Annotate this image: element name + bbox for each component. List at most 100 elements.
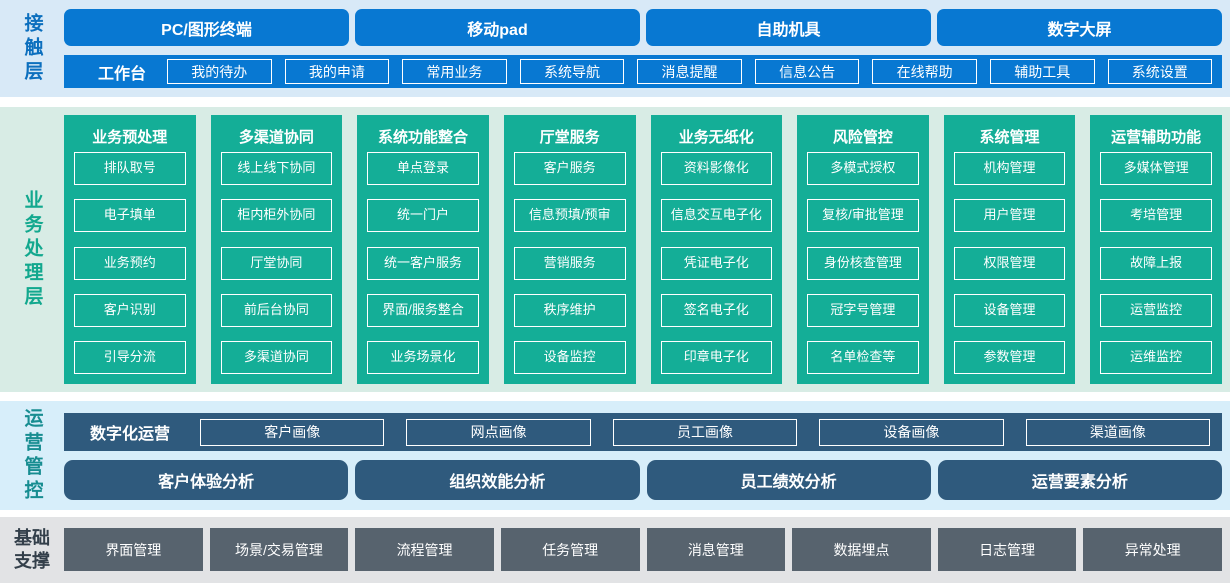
business-item: 电子填单 — [74, 199, 186, 233]
base-items: 界面管理 场景/交易管理 流程管理 任务管理 消息管理 数据埋点 日志管理 异常… — [64, 528, 1222, 571]
workbench-item: 辅助工具 — [989, 59, 1095, 84]
business-item: 故障上报 — [1100, 246, 1212, 280]
operations-layer-label: 运营管控 — [21, 407, 43, 504]
business-column-items: 单点登录 统一门户 统一客户服务 界面/服务整合 业务场景化 — [367, 152, 479, 374]
analysis-block: 客户体验分析 — [64, 460, 349, 500]
analysis-block: 组织效能分析 — [355, 460, 640, 500]
business-column-items: 客户服务 信息预填/预审 营销服务 秩序维护 设备监控 — [513, 152, 626, 374]
base-layer: 基础支撑 界面管理 场景/交易管理 流程管理 任务管理 消息管理 数据埋点 日志… — [0, 517, 1230, 583]
business-column-items: 线上线下协同 柜内柜外协同 厅堂协同 前后台协同 多渠道协同 — [220, 152, 333, 374]
business-item: 引导分流 — [74, 341, 186, 374]
business-item: 信息交互电子化 — [660, 199, 773, 233]
business-item: 客户服务 — [513, 152, 626, 185]
business-column: 业务无纸化 资料影像化 信息交互电子化 凭证电子化 签名电子化 印章电子化 — [650, 115, 783, 384]
business-item: 冠字号管理 — [807, 293, 919, 327]
business-column: 多渠道协同 线上线下协同 柜内柜外协同 厅堂协同 前后台协同 多渠道协同 — [210, 115, 343, 384]
business-item: 参数管理 — [953, 341, 1066, 374]
business-item: 用户管理 — [953, 199, 1066, 233]
business-item: 多渠道协同 — [220, 341, 333, 374]
business-item: 设备管理 — [953, 293, 1066, 327]
business-column-title: 系统管理 — [979, 128, 1040, 146]
business-item: 印章电子化 — [660, 341, 773, 374]
business-column-title: 系统功能整合 — [378, 128, 469, 146]
business-column-title: 业务无纸化 — [678, 128, 754, 146]
digital-ops-items: 客户画像 网点画像 员工画像 设备画像 渠道画像 — [200, 418, 1211, 446]
business-item: 复核/审批管理 — [807, 199, 919, 233]
terminal-channel: PC/图形终端 — [64, 9, 349, 46]
business-item: 信息预填/预审 — [513, 199, 626, 233]
business-column-items: 排队取号 电子填单 业务预约 客户识别 引导分流 — [74, 152, 186, 374]
workbench-item: 系统导航 — [519, 59, 625, 84]
business-column-items: 资料影像化 信息交互电子化 凭证电子化 签名电子化 印章电子化 — [660, 152, 773, 374]
workbench-item: 我的申请 — [284, 59, 390, 84]
business-column: 业务预处理 排队取号 电子填单 业务预约 客户识别 引导分流 — [64, 115, 196, 384]
workbench-item: 系统设置 — [1107, 59, 1213, 84]
operations-layer-content: 数字化运营 客户画像 网点画像 员工画像 设备画像 渠道画像 客户体验分析 — [64, 401, 1230, 510]
contact-layer: 接触层 PC/图形终端 移动pad 自助机具 数字大屏 工作台 我的待办 我的申… — [0, 0, 1230, 97]
business-item: 柜内柜外协同 — [220, 199, 333, 233]
business-item: 运维监控 — [1100, 341, 1212, 374]
business-column: 风险管控 多模式授权 复核/审批管理 身份核查管理 冠字号管理 名单检查等 — [797, 115, 929, 384]
business-column-title: 厅堂服务 — [539, 128, 600, 146]
digital-ops-label: 数字化运营 — [90, 426, 171, 443]
terminal-channel: 数字大屏 — [937, 9, 1222, 46]
terminal-row: PC/图形终端 移动pad 自助机具 数字大屏 — [64, 9, 1222, 46]
workbench-items: 我的待办 我的申请 常用业务 系统导航 消息提醒 信息公告 在线帮助 辅助工具 … — [167, 59, 1213, 84]
portrait-item: 网点画像 — [406, 418, 591, 446]
business-column: 系统管理 机构管理 用户管理 权限管理 设备管理 参数管理 — [943, 115, 1076, 384]
business-item: 凭证电子化 — [660, 246, 773, 280]
business-item: 名单检查等 — [807, 341, 919, 374]
business-item: 前后台协同 — [220, 293, 333, 327]
business-columns: 业务预处理 排队取号 电子填单 业务预约 客户识别 引导分流 — [64, 115, 1222, 384]
business-item: 统一客户服务 — [367, 246, 479, 280]
analysis-block: 运营要素分析 — [937, 460, 1222, 500]
business-column-title: 业务预处理 — [92, 128, 168, 146]
digital-ops-bar: 数字化运营 客户画像 网点画像 员工画像 设备画像 渠道画像 — [64, 413, 1222, 451]
base-item: 数据埋点 — [792, 528, 931, 571]
business-item: 业务场景化 — [367, 341, 479, 374]
business-column: 厅堂服务 客户服务 信息预填/预审 营销服务 秩序维护 设备监控 — [503, 115, 636, 384]
base-item: 异常处理 — [1083, 528, 1222, 571]
portrait-item: 客户画像 — [200, 418, 385, 446]
workbench-item: 消息提醒 — [637, 59, 742, 84]
base-layer-content: 界面管理 场景/交易管理 流程管理 任务管理 消息管理 数据埋点 日志管理 异常… — [64, 517, 1230, 583]
business-item: 秩序维护 — [513, 293, 626, 327]
business-layer-label: 业务处理层 — [21, 189, 43, 310]
analysis-block: 员工绩效分析 — [646, 460, 931, 500]
business-layer: 业务处理层 业务预处理 排队取号 电子填单 业务预约 客 — [0, 107, 1230, 392]
base-item: 界面管理 — [64, 528, 203, 571]
contact-layer-label: 接触层 — [21, 12, 43, 85]
business-item: 签名电子化 — [660, 293, 773, 327]
workbench-item: 信息公告 — [754, 59, 860, 84]
business-item: 统一门户 — [367, 199, 479, 233]
workbench-item: 常用业务 — [402, 59, 507, 84]
business-item: 多模式授权 — [807, 152, 919, 185]
business-item: 界面/服务整合 — [367, 293, 479, 327]
portrait-item: 设备画像 — [819, 418, 1004, 446]
business-column-title: 运营辅助功能 — [1111, 128, 1202, 146]
business-item: 权限管理 — [953, 246, 1066, 280]
business-layer-content: 业务预处理 排队取号 电子填单 业务预约 客户识别 引导分流 — [64, 107, 1230, 392]
workbench-item: 在线帮助 — [872, 59, 977, 84]
business-item: 设备监控 — [513, 341, 626, 374]
portrait-item: 员工画像 — [612, 418, 798, 446]
business-item: 单点登录 — [367, 152, 479, 185]
business-column-items: 机构管理 用户管理 权限管理 设备管理 参数管理 — [953, 152, 1066, 374]
workbench-item: 我的待办 — [167, 59, 272, 84]
business-item: 客户识别 — [74, 293, 186, 327]
business-item: 业务预约 — [74, 246, 186, 280]
base-item: 场景/交易管理 — [209, 528, 349, 571]
analysis-row: 客户体验分析 组织效能分析 员工绩效分析 运营要素分析 — [64, 460, 1222, 500]
base-item: 消息管理 — [646, 528, 786, 571]
base-item: 任务管理 — [500, 528, 640, 571]
business-column: 系统功能整合 单点登录 统一门户 统一客户服务 界面/服务整合 业务场景化 — [357, 115, 489, 384]
business-column-title: 多渠道协同 — [238, 128, 314, 146]
terminal-channel: 移动pad — [355, 9, 640, 46]
business-item: 身份核查管理 — [807, 246, 919, 280]
business-item: 考培管理 — [1100, 199, 1212, 233]
business-column-items: 多模式授权 复核/审批管理 身份核查管理 冠字号管理 名单检查等 — [807, 152, 919, 374]
business-item: 多媒体管理 — [1100, 152, 1212, 185]
base-layer-label: 基础支撑 — [14, 527, 50, 571]
business-item: 机构管理 — [953, 152, 1066, 185]
workbench-label: 工作台 — [97, 65, 146, 83]
